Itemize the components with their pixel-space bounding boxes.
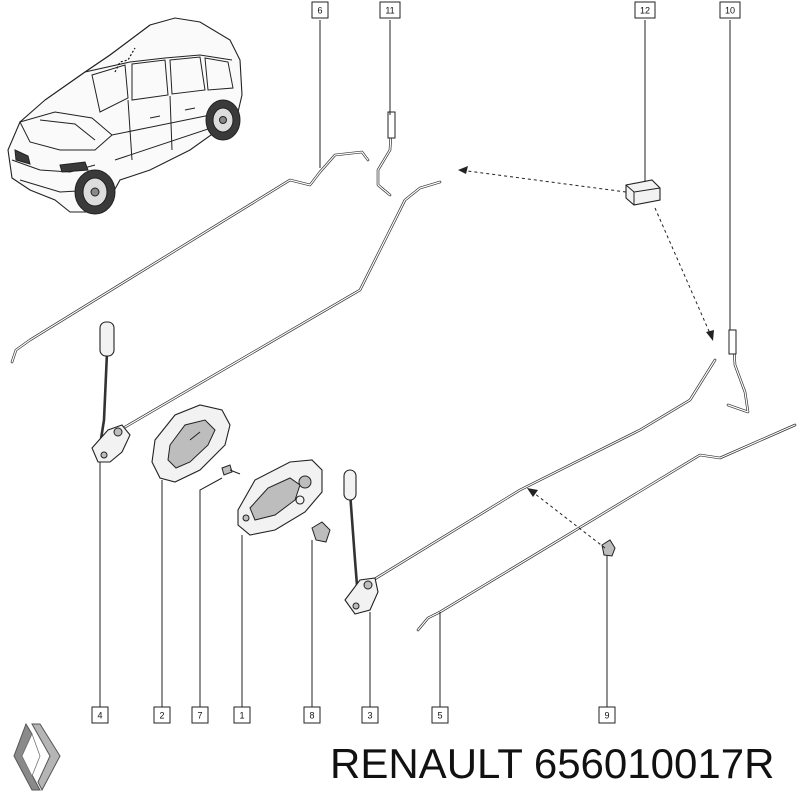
- rod-6: [10, 150, 370, 364]
- callout-label: 9: [604, 711, 609, 721]
- callout-label: 3: [367, 711, 372, 721]
- callout-10: 10: [719, 1, 741, 19]
- callout-label: 4: [97, 711, 102, 721]
- car-illustration: [7, 17, 243, 215]
- part-2-handle: [151, 404, 231, 483]
- callout-label: 6: [317, 6, 322, 16]
- part-12-block: [625, 179, 661, 206]
- part-4-lever: [91, 321, 131, 463]
- part-number-caption: RENAULT 656010017R: [330, 740, 796, 788]
- callout-label: 2: [159, 711, 164, 721]
- callout-label: 1: [239, 711, 244, 721]
- part-3-lever: [343, 469, 379, 615]
- rod-11: [376, 111, 396, 197]
- callout-label: 11: [385, 6, 394, 16]
- callout-5: 5: [431, 706, 449, 724]
- callout-1: 1: [233, 706, 251, 724]
- part-9-clip: [601, 539, 616, 557]
- rod-3-lower: [363, 358, 717, 587]
- renault-diamond-logo: [13, 722, 61, 792]
- callout-8: 8: [303, 706, 321, 724]
- callout-label: 8: [309, 711, 314, 721]
- callout-label: 5: [437, 711, 442, 721]
- callout-4: 4: [91, 706, 109, 724]
- callout-label: 7: [197, 711, 202, 721]
- callout-2: 2: [153, 706, 171, 724]
- leader-lines: [99, 20, 731, 707]
- callout-7: 7: [191, 706, 209, 724]
- brand-name: RENAULT: [330, 740, 523, 787]
- part-8-clip: [311, 521, 331, 543]
- callout-label: 12: [640, 6, 650, 16]
- callout-9: 9: [598, 706, 616, 724]
- part-7-screw: [221, 464, 241, 476]
- rod-10: [726, 329, 750, 414]
- dashed-arrows: [458, 166, 714, 549]
- callout-label: 10: [725, 6, 735, 16]
- part-1-lock: [237, 459, 323, 536]
- callout-6: 6: [311, 1, 329, 19]
- part-number: 656010017R: [533, 740, 775, 787]
- rod-long-upper: [118, 180, 442, 432]
- callout-3: 3: [361, 706, 379, 724]
- callout-11: 11: [379, 1, 401, 19]
- rod-5: [416, 423, 797, 632]
- callout-12: 12: [634, 1, 656, 19]
